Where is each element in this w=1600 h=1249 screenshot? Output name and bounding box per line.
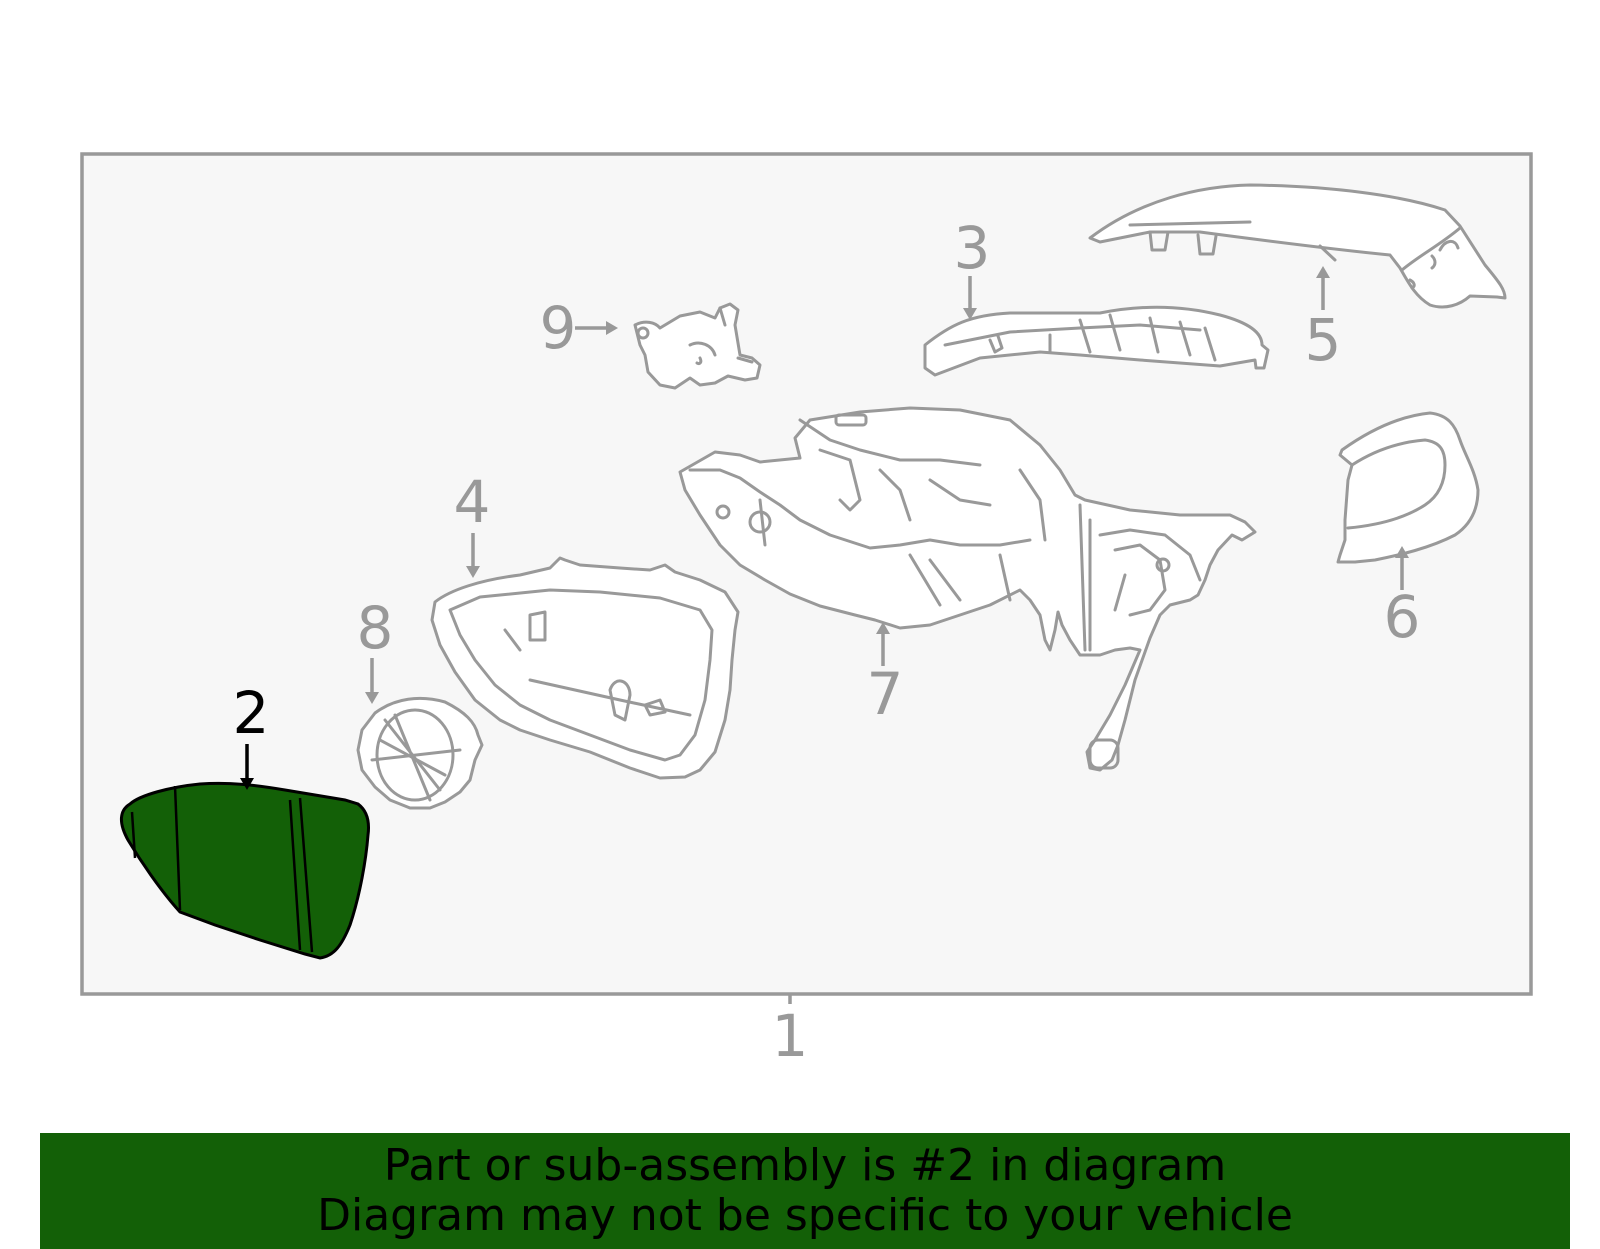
part-7-housing[interactable] — [678, 406, 1257, 772]
callout-4: 4 — [454, 468, 491, 536]
callout-9: 9 — [540, 294, 577, 362]
callout-2: 2 — [233, 679, 270, 747]
callout-5: 5 — [1305, 306, 1342, 374]
callout-labels: 1 2 3 4 5 6 7 8 9 — [233, 214, 1421, 1070]
arrowhead-9 — [606, 321, 618, 335]
part-6-trim[interactable] — [1336, 411, 1480, 564]
arrowhead-5 — [1316, 266, 1330, 278]
part-4-backing-plate[interactable] — [430, 556, 740, 780]
callout-1: 1 — [772, 1002, 809, 1070]
part-8-motor-cap[interactable] — [356, 696, 484, 810]
banner-line-disclaimer: Diagram may not be specific to your vehi… — [317, 1190, 1293, 1241]
arrowhead-2 — [240, 778, 254, 790]
arrowhead-7 — [876, 622, 890, 634]
info-banner: Part or sub-assembly is #2 in diagram Di… — [40, 1133, 1570, 1249]
banner-line-part: Part or sub-assembly is #2 in diagram — [383, 1140, 1227, 1191]
part-2-mirror-glass[interactable] — [120, 781, 370, 960]
callout-8: 8 — [357, 594, 394, 662]
part-3-bracket[interactable] — [923, 305, 1270, 377]
arrowhead-8 — [365, 692, 379, 704]
callout-3: 3 — [954, 214, 991, 282]
arrowhead-6 — [1395, 546, 1409, 558]
callout-arrows — [240, 266, 1409, 1004]
part-9-actuator[interactable] — [633, 302, 762, 390]
arrowhead-3 — [963, 308, 977, 320]
callout-7: 7 — [867, 660, 904, 728]
callout-6: 6 — [1384, 583, 1421, 651]
arrowhead-4 — [466, 566, 480, 578]
part-5-cover-cap[interactable] — [1088, 183, 1507, 309]
